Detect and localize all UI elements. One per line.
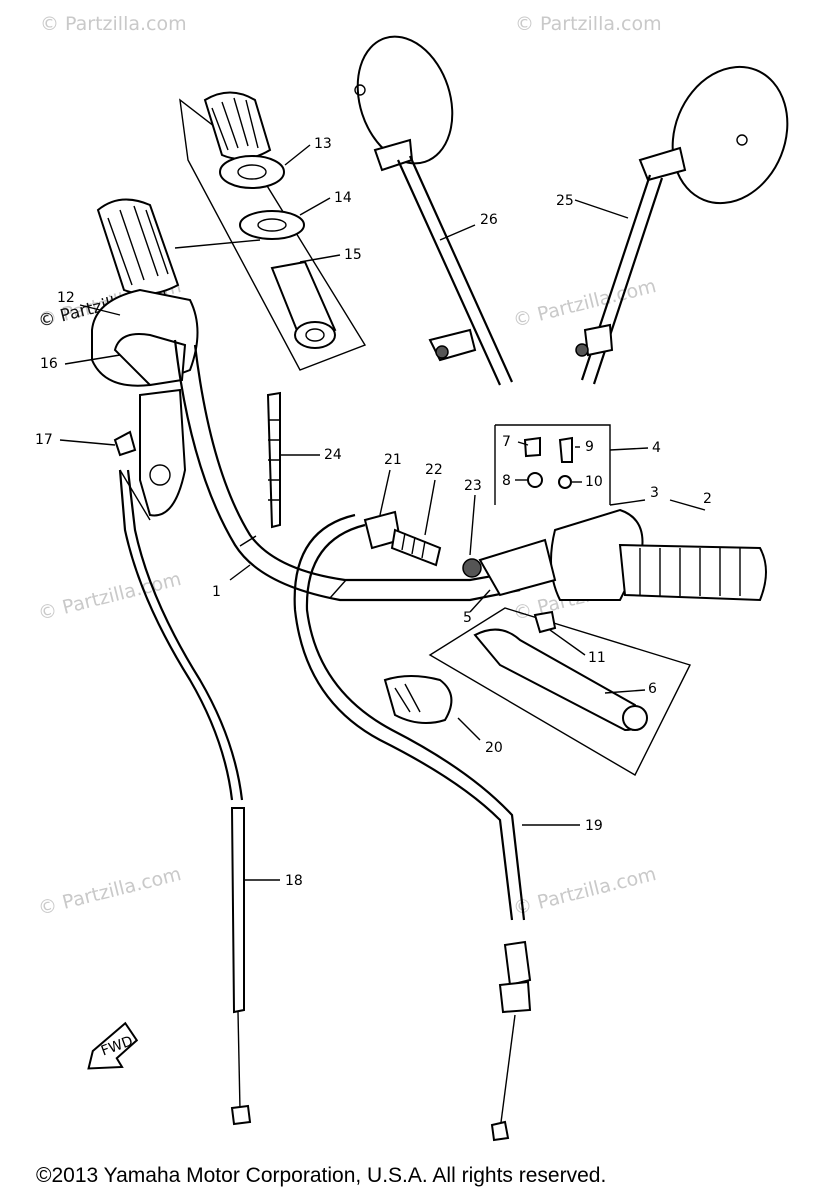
callout-8: 8: [502, 473, 511, 489]
copyright-notice: ©2013 Yamaha Motor Corporation, U.S.A. A…: [36, 1164, 607, 1187]
watermark: © Partzilla.com: [511, 863, 659, 920]
callout-9: 9: [585, 439, 594, 455]
right-assembly: [428, 424, 767, 776]
callout-13: 13: [314, 136, 332, 152]
parts-diagram: © Partzilla.com © Partzilla.com © Partzi…: [35, 13, 789, 1142]
handlebar: [173, 339, 521, 602]
watermark: © Partzilla.com: [515, 13, 662, 35]
callout-19: 19: [585, 818, 603, 834]
callout-10: 10: [585, 474, 603, 490]
watermark: © Partzilla.com: [36, 568, 184, 625]
callout-16: 16: [40, 356, 58, 372]
callout-24: 24: [324, 447, 342, 463]
left-grip-assembly: [91, 198, 199, 521]
callout-14: 14: [334, 190, 352, 206]
callout-11: 11: [588, 650, 606, 666]
watermark: © Partzilla.com: [511, 275, 659, 332]
callout-6: 6: [648, 681, 657, 697]
callout-26: 26: [480, 212, 498, 228]
callout-23: 23: [464, 478, 482, 494]
cable-tie: [266, 391, 281, 529]
callouts: 1 2 3 4 5 6 7 8 9 10 11 12 13 14 15 16 1…: [35, 136, 712, 889]
leader-lines: [59, 144, 706, 881]
mirrors: [354, 35, 789, 386]
watermarks: © Partzilla.com © Partzilla.com © Partzi…: [36, 13, 662, 920]
watermark: © Partzilla.com: [40, 13, 187, 35]
callout-17: 17: [35, 432, 53, 448]
callout-22: 22: [425, 462, 443, 478]
grip-inset: [179, 91, 367, 371]
callout-1: 1: [212, 584, 221, 600]
callout-4: 4: [652, 440, 661, 456]
watermark: © Partzilla.com: [36, 863, 184, 920]
callout-2: 2: [703, 491, 712, 507]
fwd-arrow-icon: FWD: [87, 1021, 139, 1070]
callout-25: 25: [556, 193, 574, 209]
callout-20: 20: [485, 740, 503, 756]
cables: [118, 469, 532, 1142]
callout-3: 3: [650, 485, 659, 501]
callout-5: 5: [463, 610, 472, 626]
callout-12: 12: [57, 290, 75, 306]
callout-15: 15: [344, 247, 362, 263]
callout-18: 18: [285, 873, 303, 889]
callout-7: 7: [502, 434, 511, 450]
callout-21: 21: [384, 452, 402, 468]
adjusters: [363, 510, 453, 725]
